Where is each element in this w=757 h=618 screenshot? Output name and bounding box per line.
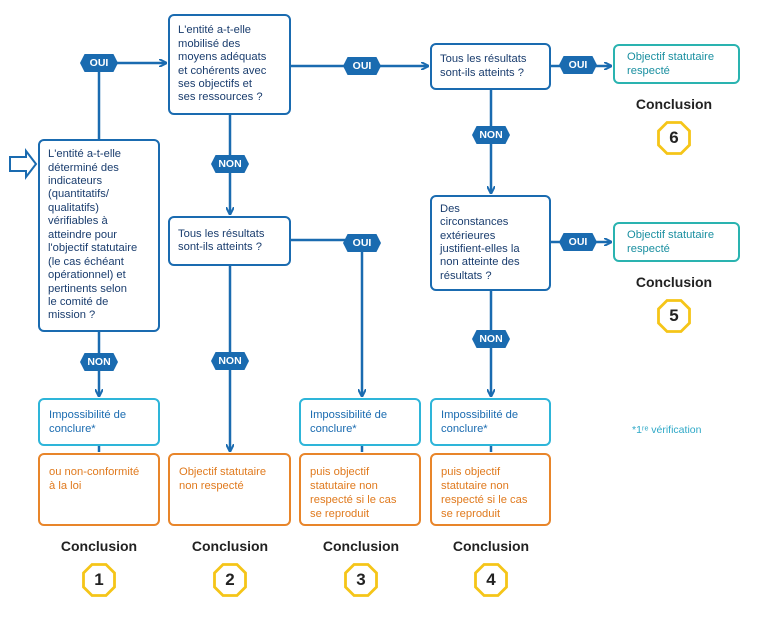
conclusion-label: Conclusion (635, 274, 713, 290)
conclusion-label: Conclusion (452, 538, 530, 554)
outcome-repeat-3: puis objectif statutaire non respecté si… (299, 453, 421, 526)
outcome-impossibility-1: Impossibilité de conclure* (38, 398, 160, 446)
conclusion-number-5: 5 (657, 299, 691, 333)
non-badge: NON (211, 352, 249, 370)
non-badge: NON (80, 353, 118, 371)
outcome-impossibility-3: Impossibilité de conclure* (299, 398, 421, 446)
oui-badge: OUI (343, 234, 381, 252)
oui-badge: OUI (80, 54, 118, 72)
non-badge: NON (211, 155, 249, 173)
outcome-repeat-4: puis objectif statutaire non respecté si… (430, 453, 551, 526)
footnote: *1ʳᵉ vérification (632, 424, 702, 436)
oui-badge: OUI (343, 57, 381, 75)
conclusion-label: Conclusion (635, 96, 713, 112)
question-results-top: Tous les résultats sont-ils atteints ? (430, 43, 551, 90)
question-indicators: L'entité a-t-elle déterminé des indicate… (38, 139, 160, 332)
question-external-circumstances: Des circonstances extérieures justifient… (430, 195, 551, 291)
oui-badge: OUI (559, 56, 597, 74)
conclusion-number-2: 2 (213, 563, 247, 597)
question-results-left: Tous les résultats sont-ils atteints ? (168, 216, 291, 266)
question-means: L'entité a-t-elle mobilisé des moyens ad… (168, 14, 291, 115)
non-badge: NON (472, 330, 510, 348)
outcome-respected-6: Objectif statutaire respecté (613, 44, 740, 84)
outcome-nonconformity: ou non-conformité à la loi (38, 453, 160, 526)
outcome-respected-5: Objectif statutaire respecté (613, 222, 740, 262)
outcome-not-respected: Objectif statutaire non respecté (168, 453, 291, 526)
conclusion-number-4: 4 (474, 563, 508, 597)
conclusion-number-3: 3 (344, 563, 378, 597)
oui-badge: OUI (559, 233, 597, 251)
outcome-impossibility-4: Impossibilité de conclure* (430, 398, 551, 446)
non-badge: NON (472, 126, 510, 144)
conclusion-number-1: 1 (82, 563, 116, 597)
conclusion-label: Conclusion (322, 538, 400, 554)
conclusion-number-6: 6 (657, 121, 691, 155)
conclusion-label: Conclusion (191, 538, 269, 554)
conclusion-label: Conclusion (60, 538, 138, 554)
